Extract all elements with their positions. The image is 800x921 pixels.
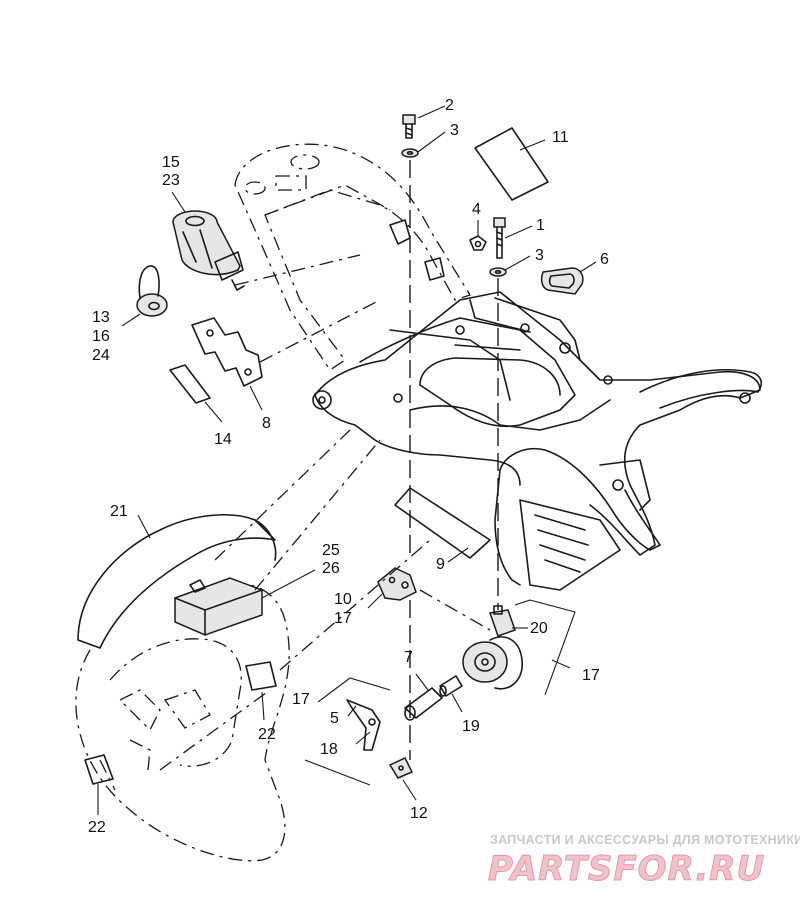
callout-7: 7 xyxy=(404,649,413,666)
lever-part-5 xyxy=(346,699,381,751)
leader-lines xyxy=(97,105,597,815)
bracket-part-8 xyxy=(191,317,263,387)
callout-11: 11 xyxy=(552,129,569,146)
watermark: ЗАПЧАСТИ И АКСЕССУАРЫ ДЛЯ МОТОТЕХНИКИ PA… xyxy=(488,833,800,890)
pad-part-14 xyxy=(169,364,211,404)
module-part-25 xyxy=(174,577,263,636)
callout-4: 4 xyxy=(472,201,481,218)
callout-19: 19 xyxy=(462,718,480,735)
grommet-part-6 xyxy=(540,267,584,295)
canister-part-15 xyxy=(172,210,245,291)
bushing-part-19 xyxy=(439,675,463,697)
callout-12: 12 xyxy=(410,805,428,822)
callout-17-bracket: 17 xyxy=(334,610,352,627)
rear-fender-part-21 xyxy=(77,514,277,649)
callout-10: 10 xyxy=(334,591,352,608)
callout-17-right: 17 xyxy=(582,667,600,684)
callout-2: 2 xyxy=(445,97,454,114)
callout-6: 6 xyxy=(600,251,609,268)
bracket-part-10 xyxy=(377,567,417,601)
ignition-switch-part-20 xyxy=(462,605,523,690)
pad-part-22-left xyxy=(84,754,114,785)
pad-part-22-right xyxy=(245,661,277,691)
bolt-part-1 xyxy=(493,217,506,259)
lower-body-outline xyxy=(75,584,290,862)
washer-part-3-top xyxy=(401,148,419,158)
callout-24: 24 xyxy=(92,347,110,364)
frame-brackets xyxy=(389,219,487,281)
watermark-tagline: ЗАПЧАСТИ И АКСЕССУАРЫ ДЛЯ МОТОТЕХНИКИ xyxy=(490,833,800,847)
rear-frame xyxy=(312,291,762,591)
callout-13: 13 xyxy=(92,309,110,326)
callout-15: 15 xyxy=(162,154,180,171)
callout-3-top: 3 xyxy=(450,122,459,139)
callout-8: 8 xyxy=(262,415,271,432)
cap-part-13 xyxy=(136,265,168,317)
clip-part-12 xyxy=(388,757,414,779)
callout-14: 14 xyxy=(214,431,232,448)
callout-3-right: 3 xyxy=(535,247,544,264)
callout-20: 20 xyxy=(530,620,548,637)
label-part-11 xyxy=(474,127,549,201)
callout-9: 9 xyxy=(436,556,445,573)
bolt-part-2 xyxy=(402,114,416,139)
callout-25: 25 xyxy=(322,542,340,559)
watermark-logo: PARTSFOR.RU xyxy=(488,849,765,889)
callout-22-right: 22 xyxy=(258,726,276,743)
washer-part-3-right xyxy=(489,267,507,277)
group-brackets xyxy=(304,599,576,786)
callout-labels: 2 3 11 4 1 3 6 15 23 13 16 24 14 8 9 21 … xyxy=(88,97,609,836)
callout-5: 5 xyxy=(330,710,339,727)
callout-16: 16 xyxy=(92,328,110,345)
callout-21: 21 xyxy=(110,503,128,520)
seat-pan xyxy=(234,143,471,371)
assembly-centerlines xyxy=(159,160,499,771)
callout-26: 26 xyxy=(322,560,340,577)
callout-17-left: 17 xyxy=(292,691,310,708)
callout-18: 18 xyxy=(320,741,338,758)
callout-23: 23 xyxy=(162,172,180,189)
callout-1: 1 xyxy=(536,217,545,234)
callout-22-left: 22 xyxy=(88,819,106,836)
